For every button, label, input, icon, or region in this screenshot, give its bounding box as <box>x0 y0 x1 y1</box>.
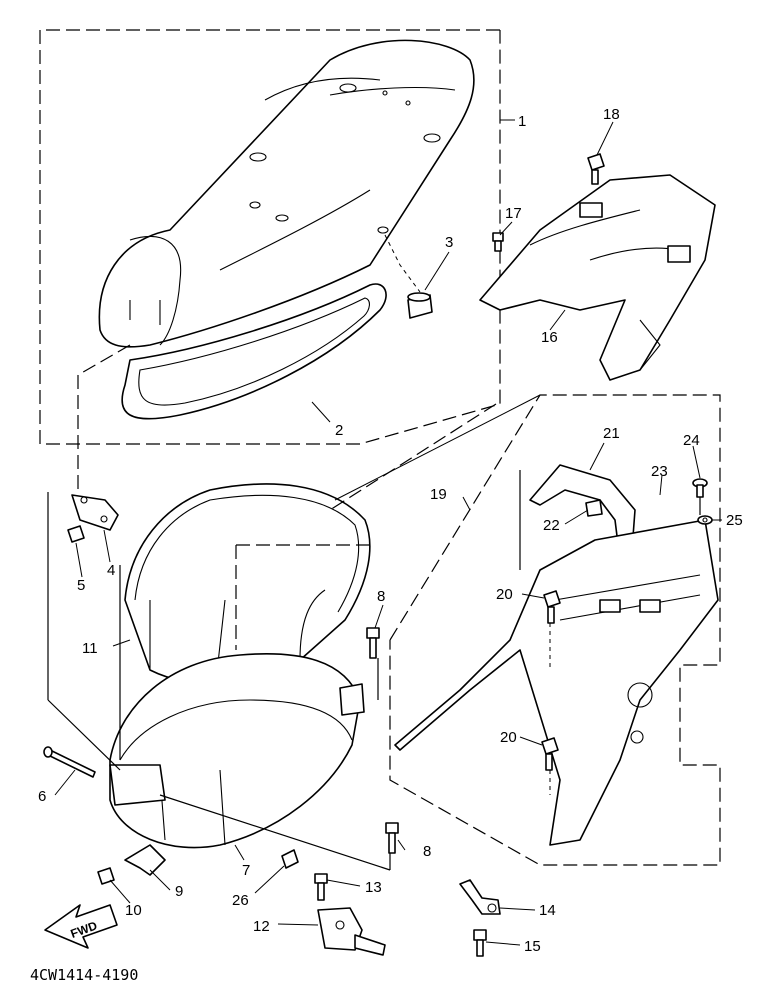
forward-direction-arrow: FWD <box>44 904 118 949</box>
callout-25: 25 <box>726 512 743 529</box>
callout-22: 22 <box>543 517 560 534</box>
callout-7: 7 <box>242 862 250 879</box>
callout-9: 9 <box>175 883 183 900</box>
assembly-guide-lines <box>47 344 701 871</box>
seat-group-boundary <box>39 29 501 445</box>
bolt-20-lower <box>541 737 559 771</box>
bolt-15 <box>473 929 487 957</box>
bolt-22 <box>585 499 603 517</box>
callout-leaders <box>54 119 722 946</box>
callout-8-lower: 8 <box>423 843 431 860</box>
seat-lock-assembly <box>317 907 386 956</box>
callout-20-upper: 20 <box>496 586 513 603</box>
seat-damper <box>384 234 433 319</box>
callout-16: 16 <box>541 329 558 346</box>
callout-8-upper: 8 <box>377 588 385 605</box>
bolt-8-lower <box>385 822 399 854</box>
callout-1: 1 <box>518 113 526 130</box>
bolt-24 <box>692 478 708 498</box>
callout-14: 14 <box>539 902 556 919</box>
seat-cushion <box>98 39 475 348</box>
callout-19: 19 <box>430 486 447 503</box>
bolt-8-upper <box>366 627 380 659</box>
clip <box>124 844 166 876</box>
bolt-20-upper <box>543 590 561 624</box>
callout-21: 21 <box>603 425 620 442</box>
nut <box>67 525 85 543</box>
washer-25 <box>697 515 713 525</box>
grommet <box>281 849 299 869</box>
seat-trim-seal <box>121 283 387 420</box>
callout-numbers: 1 2 3 4 5 6 7 8 8 9 10 11 12 13 14 15 16… <box>38 106 743 955</box>
callout-4: 4 <box>107 562 115 579</box>
rear-tail-cover <box>479 174 716 381</box>
callout-23: 23 <box>651 463 668 480</box>
callout-11: 11 <box>82 640 98 657</box>
callout-6: 6 <box>38 788 46 805</box>
callout-18: 18 <box>603 106 620 123</box>
callout-13: 13 <box>365 879 382 896</box>
storage-box-housing <box>109 653 365 849</box>
cable-guide <box>459 879 501 915</box>
callout-20-lower: 20 <box>500 729 517 746</box>
bolt-13 <box>314 873 328 901</box>
callout-12: 12 <box>253 918 270 935</box>
bolt-18 <box>587 153 605 185</box>
drawing-code: 4CW1414-4190 <box>30 966 138 984</box>
callout-10: 10 <box>125 902 142 919</box>
callout-15: 15 <box>524 938 541 955</box>
hinge-bracket <box>71 494 119 531</box>
callout-26: 26 <box>232 892 249 909</box>
callout-24: 24 <box>683 432 700 449</box>
carrier-group-boundary <box>389 394 721 866</box>
callout-5: 5 <box>77 577 85 594</box>
callout-2: 2 <box>335 422 343 439</box>
carrier-frame <box>394 519 719 846</box>
callout-3: 3 <box>445 234 453 251</box>
hinge-pin <box>43 746 96 778</box>
callout-17: 17 <box>505 205 522 222</box>
screw-17 <box>492 232 504 252</box>
